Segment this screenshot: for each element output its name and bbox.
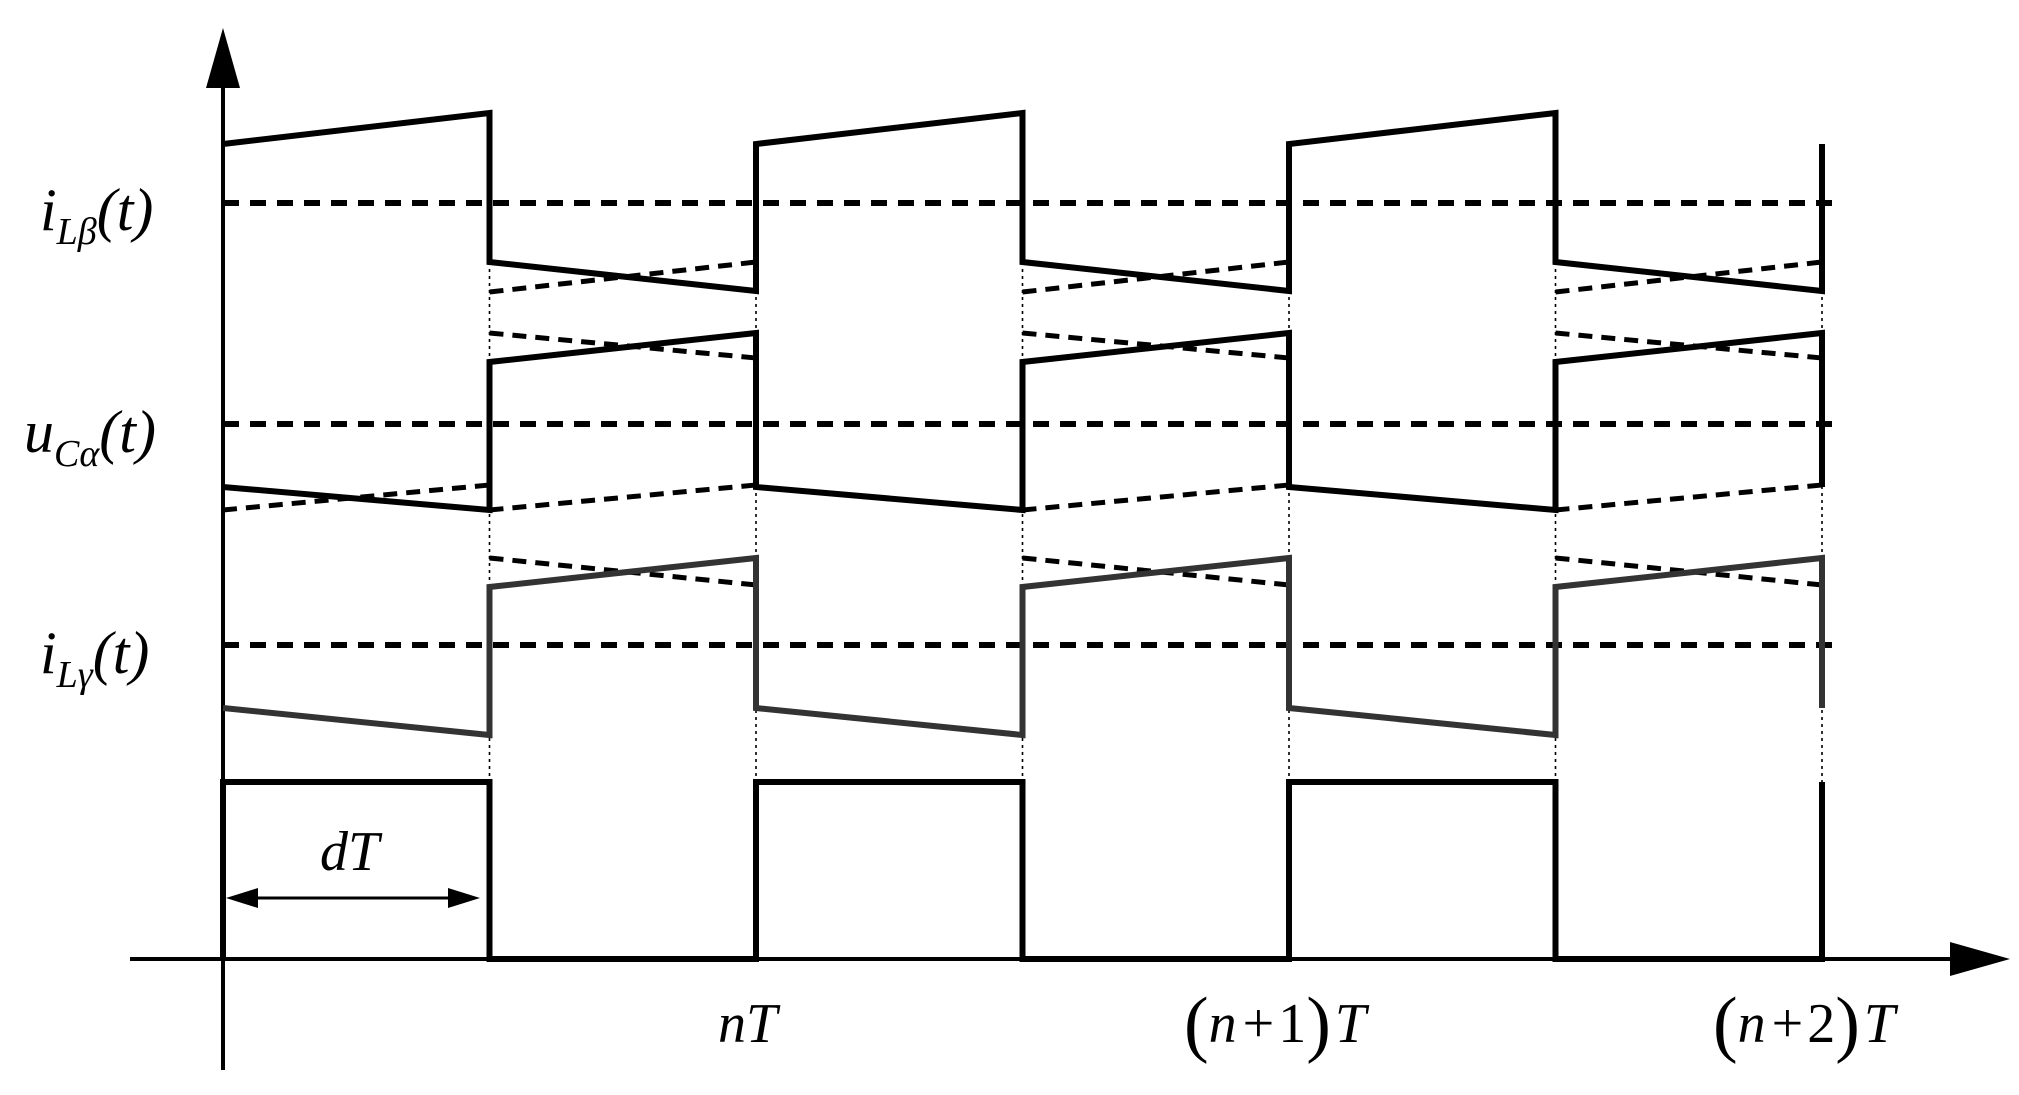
label-u-C-alpha: uCα(t) — [24, 399, 156, 475]
vertical-axis-arrowhead — [206, 28, 240, 88]
ripple-line — [489, 482, 757, 513]
signal-labels: iLβ(t) uCα(t) iLγ(t) — [24, 177, 156, 696]
duty-arrowhead-right — [448, 888, 480, 908]
i-L-gamma-waveform — [222, 554, 1825, 739]
ripple-line — [1555, 482, 1823, 513]
label-nT: nT — [718, 993, 781, 1055]
horizontal-axis-arrowhead — [1950, 942, 2010, 976]
label-n-plus-2-T: (n+2)T — [1713, 983, 1899, 1065]
time-tick-labels: nT (n+1)T (n+2)T — [718, 983, 1899, 1065]
waveforms — [220, 109, 1825, 962]
axes — [130, 28, 2010, 1070]
label-i-L-gamma: iLγ(t) — [40, 620, 149, 696]
ripple-line — [1022, 482, 1290, 513]
label-n-plus-1-T: (n+1)T — [1184, 983, 1370, 1065]
label-dT: dT — [320, 821, 383, 883]
label-i-L-beta: iLβ(t) — [40, 177, 153, 253]
u-C-alpha-waveform — [222, 329, 1825, 514]
duty-arrowhead-left — [226, 888, 258, 908]
pwm-gate-signal — [220, 779, 1825, 962]
i-L-beta-waveform — [222, 109, 1825, 295]
duty-interval-arrow — [226, 888, 480, 908]
